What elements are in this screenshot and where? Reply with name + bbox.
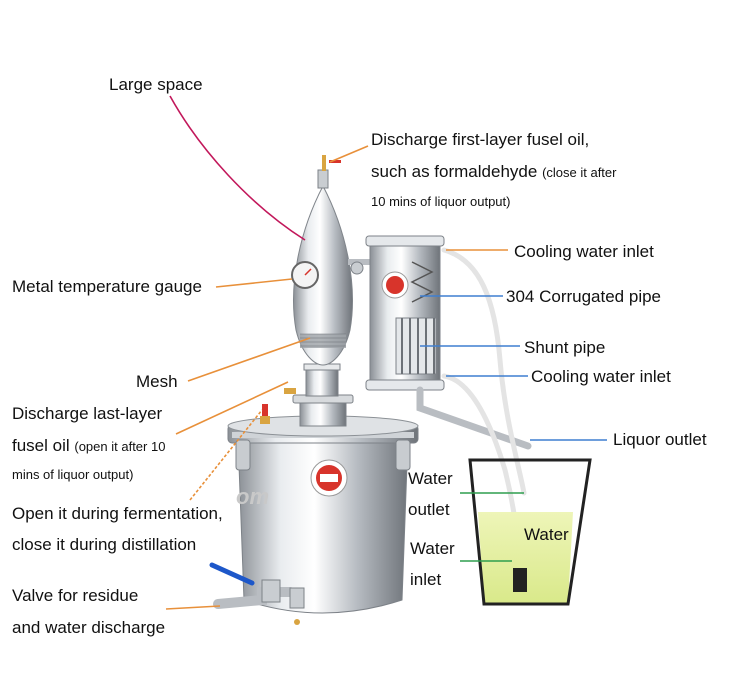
- label-cooling-inlet-bottom: Cooling water inlet: [531, 367, 671, 386]
- label-discharge-last-note-a: (open it after 10: [74, 439, 166, 454]
- watermark-text: om: [236, 484, 269, 509]
- residue-valve: [209, 562, 305, 625]
- label-mesh: Mesh: [136, 372, 178, 391]
- fermentation-valve: [260, 404, 270, 424]
- label-discharge-last-note-b: mins of liquor output): [12, 467, 134, 482]
- condenser: [365, 235, 532, 450]
- pot: [227, 415, 419, 614]
- water-bucket: [468, 458, 592, 606]
- leader-fermentation: [189, 409, 263, 501]
- label-valve-2: and water discharge: [12, 618, 166, 637]
- label-fermentation-1: Open it during fermentation,: [12, 504, 223, 523]
- leader-lines: [165, 95, 607, 610]
- label-temp-gauge: Metal temperature gauge: [12, 277, 202, 296]
- leader-discharge-last: [175, 381, 289, 435]
- leader-large-space: [169, 95, 306, 241]
- label-corrugated: 304 Corrugated pipe: [506, 287, 662, 306]
- label-discharge-first-line2: such as formaldehyde (close it after: [371, 162, 616, 183]
- leader-mesh: [187, 337, 311, 382]
- label-shunt: Shunt pipe: [524, 338, 606, 357]
- label-discharge-first-main: such as formaldehyde: [371, 162, 538, 181]
- label-water-outlet-1: Water: [408, 469, 453, 488]
- label-fermentation-2: close it during distillation: [12, 535, 197, 554]
- label-discharge-first-note-a: (close it after: [542, 165, 617, 180]
- column: [284, 155, 372, 394]
- label-water-outlet-2: outlet: [408, 500, 450, 519]
- label-cooling-inlet-top: Cooling water inlet: [514, 242, 654, 261]
- label-discharge-first-line1: Discharge first-layer fusel oil,: [371, 130, 590, 149]
- label-large-space: Large space: [109, 75, 203, 94]
- label-water-inlet-2: inlet: [410, 570, 442, 589]
- label-discharge-last-line2: fusel oil (open it after 10: [12, 436, 165, 457]
- column-base: [292, 363, 354, 427]
- leader-temp-gauge: [215, 278, 293, 288]
- leader-discharge-first: [329, 145, 369, 163]
- label-discharge-last-main: fusel oil: [12, 436, 70, 455]
- label-discharge-last-line1: Discharge last-layer: [12, 404, 163, 423]
- label-liquor-outlet: Liquor outlet: [613, 430, 707, 449]
- label-discharge-first-note-b: 10 mins of liquor output): [371, 194, 511, 209]
- label-valve-1: Valve for residue: [12, 586, 139, 605]
- leader-valve: [165, 605, 221, 610]
- label-water-bucket: Water: [524, 525, 569, 544]
- label-water-inlet-1: Water: [410, 539, 455, 558]
